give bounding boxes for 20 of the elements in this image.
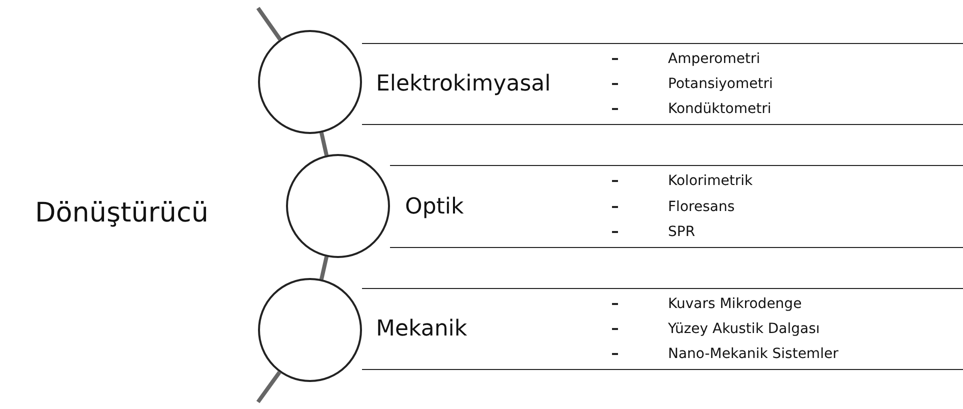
list-item: Kondüktometri	[668, 101, 772, 117]
list-item: Kolorimetrik	[668, 173, 753, 190]
connector-line	[320, 256, 328, 280]
connector-line	[256, 370, 282, 404]
list-item: Amperometri	[668, 51, 760, 67]
list-item: Kuvars Mikrodenge	[668, 296, 802, 312]
category-heading: Optik	[405, 194, 464, 219]
connector-line	[256, 6, 282, 41]
list-item: Potansiyometri	[668, 76, 773, 92]
main-label: Dönüştürücü	[35, 198, 208, 228]
category-heading: Mekanik	[376, 316, 468, 342]
connector-line	[320, 132, 328, 156]
list-item: Nano-Mekanik Sistemler	[668, 346, 838, 362]
list-item: SPR	[668, 224, 696, 240]
category-band	[362, 288, 963, 370]
list-item: Yüzey Akustik Dalgası	[668, 321, 820, 337]
category-heading: Elektrokimyasal	[376, 72, 551, 96]
category-band	[390, 165, 963, 248]
category-band	[362, 43, 963, 125]
list-item: Floresans	[668, 198, 735, 214]
